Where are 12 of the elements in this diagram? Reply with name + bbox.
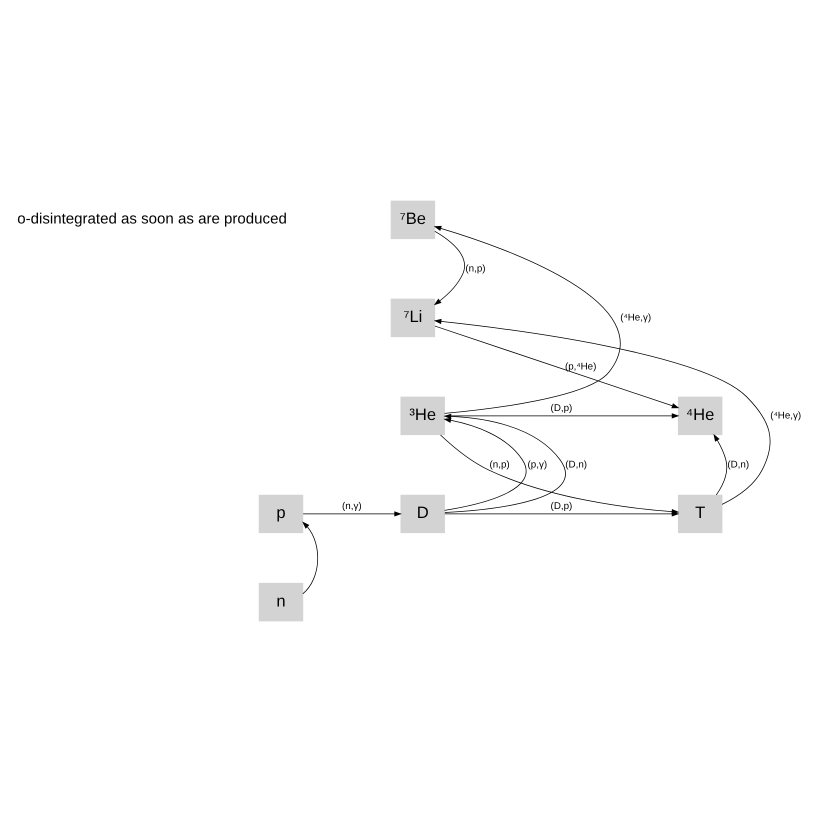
edge-label: (n,p) (490, 459, 510, 470)
edge-label: (⁴He,γ) (620, 312, 652, 324)
edge-label: (D,p) (550, 500, 572, 512)
edge-label: (n,p) (465, 263, 486, 274)
edge-label: (D,p) (550, 402, 572, 414)
edge-label: (D,n) (565, 459, 588, 470)
edge-label: (p,⁴He) (564, 361, 596, 372)
edge-label: (p,γ) (528, 459, 548, 470)
edge-label: (n,γ) (342, 500, 362, 512)
edge-label: (⁴He,γ) (770, 410, 802, 422)
label: o-disintegrated as soon as are produced (17, 210, 287, 228)
edge-label: (D,n) (727, 459, 750, 470)
